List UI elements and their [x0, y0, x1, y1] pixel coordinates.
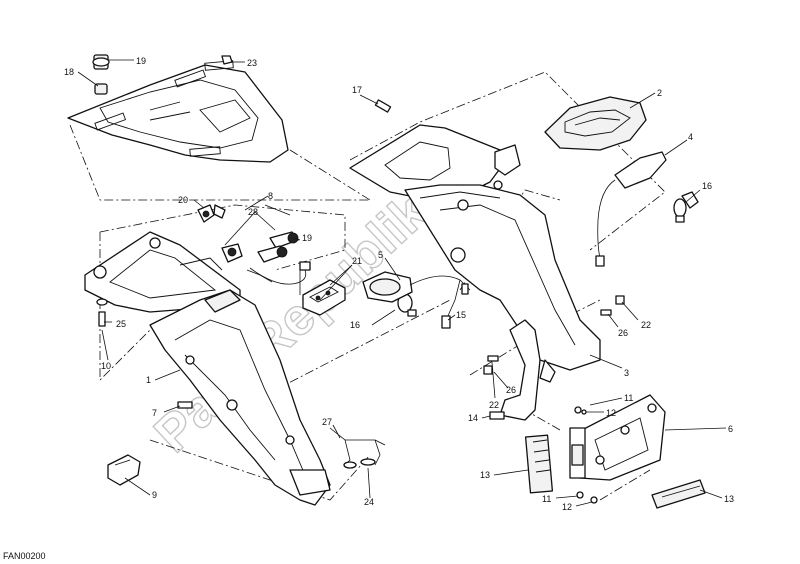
callout-16: 16 [702, 181, 712, 191]
callout-17: 17 [352, 85, 362, 95]
callout-20: 20 [178, 195, 188, 205]
callout-26: 26 [618, 328, 628, 338]
small-hardware-parts [197, 204, 311, 285]
callout-5: 5 [378, 250, 383, 260]
rear-tray-part [67, 54, 289, 163]
diagram-code: FAN00200 [3, 551, 46, 561]
callout-3: 3 [624, 368, 629, 378]
callout-4: 4 [688, 132, 693, 142]
wire-harness-parts [329, 427, 386, 469]
callout-labels: 19 18 23 17 2 4 16 20 8 28 19 5 21 16 15… [64, 56, 734, 512]
callout-11: 11 [624, 393, 633, 403]
callout-22: 22 [641, 320, 651, 330]
callout-19: 19 [302, 233, 312, 243]
rear-fender-part [404, 144, 601, 421]
callout-7: 7 [152, 408, 157, 418]
callout-15: 15 [456, 310, 466, 320]
callout-24: 24 [364, 497, 374, 507]
callout-27: 27 [322, 417, 332, 427]
callout-12: 12 [562, 502, 572, 512]
callout-12: 12 [606, 408, 616, 418]
callout-25: 25 [116, 319, 126, 329]
fastener-parts [96, 295, 625, 504]
callout-1: 1 [146, 375, 151, 385]
tail-light-part [544, 96, 647, 151]
callout-26: 26 [506, 385, 516, 395]
bulb-parts [397, 198, 687, 317]
callout-11: 11 [542, 494, 551, 504]
callout-19: 19 [136, 56, 146, 66]
callout-2: 2 [657, 88, 662, 98]
callout-21: 21 [352, 256, 362, 266]
callout-13: 13 [480, 470, 490, 480]
callout-13: 13 [724, 494, 734, 504]
undertail-part [84, 231, 331, 506]
callout-23: 23 [247, 58, 257, 68]
small-cover-part [107, 454, 141, 486]
callout-6: 6 [728, 424, 733, 434]
callout-18: 18 [64, 67, 74, 77]
plate-bracket-part [569, 394, 666, 481]
callout-10: 10 [101, 361, 111, 371]
turn-signal-part [595, 151, 699, 267]
reflector-parts [524, 434, 706, 509]
callout-9: 9 [152, 490, 157, 500]
callout-28: 28 [248, 207, 258, 217]
callout-14: 14 [468, 413, 478, 423]
callout-8: 8 [268, 191, 273, 201]
callout-leaders [77, 59, 727, 507]
callout-22: 22 [489, 400, 499, 410]
license-light-part [362, 271, 471, 329]
connector-block-part [299, 270, 346, 316]
callout-16: 16 [350, 320, 360, 330]
